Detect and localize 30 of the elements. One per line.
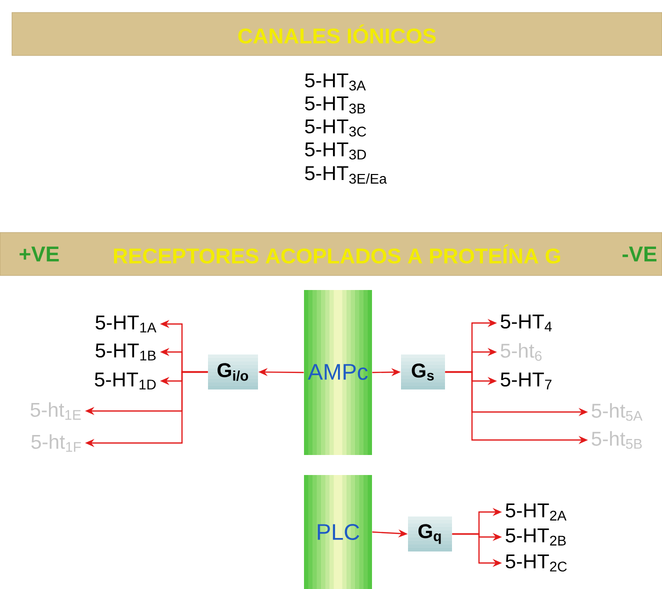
receptor-label: 5-ht$_{1F}$ [31, 434, 81, 452]
receptor-label: 5-HT$_{1A}$ [96, 316, 156, 332]
receptor-label: 5-HT$_{2A}$ [506, 504, 566, 520]
node-label: G$_{i/o}$ [218, 363, 248, 381]
protein-box: G$_{i/o}$ [208, 354, 258, 390]
node-label: G$_{q}$ [418, 524, 441, 544]
receptor-label: 5-ht$_{5B}$ [592, 431, 642, 449]
receptor-label: 5-HT$_{3E/Ea}$ [305, 166, 387, 184]
receptor-label: 5-HT$_{3C}$ [305, 119, 366, 137]
pathway-column: PLC [304, 475, 372, 589]
receptor-label: 5-HT$_{4}$ [500, 314, 552, 332]
receptor-label: 5-ht$_{6}$ [500, 343, 542, 361]
pathway-column: AMPc [304, 290, 372, 455]
protein-box: G$_{s}$ [401, 354, 445, 390]
node-label: PLC [318, 524, 360, 540]
receptor-label: 5-HT$_{3D}$ [305, 142, 366, 160]
node-label: G$_{s}$ [412, 364, 434, 380]
receptor-label: 5-ht$_{5A}$ [592, 403, 642, 421]
title-banner: +VE RECEPTORES ACOPLADOS A PROTEÍNA G -VE [0, 232, 662, 276]
receptor-label: 5-HT$_{1B}$ [96, 344, 156, 360]
receptor-label: 5-HT$_{2C}$ [506, 554, 567, 572]
receptor-label: 5-HT$_{3B}$ [305, 96, 366, 114]
receptor-label: 5-HT$_{1D}$ [94, 372, 156, 390]
receptor-label: 5-HT$_{3A}$ [305, 73, 366, 91]
receptor-label: 5-HT$_{2B}$ [506, 528, 566, 546]
receptor-label: 5-ht$_{1E}$ [30, 402, 81, 420]
node-label: AMPc [308, 364, 368, 380]
title-banner: CANALES IÓNICOS [12, 12, 662, 56]
receptor-label: 5-HT$_{7}$ [500, 372, 552, 390]
protein-box: G$_{q}$ [408, 516, 452, 552]
